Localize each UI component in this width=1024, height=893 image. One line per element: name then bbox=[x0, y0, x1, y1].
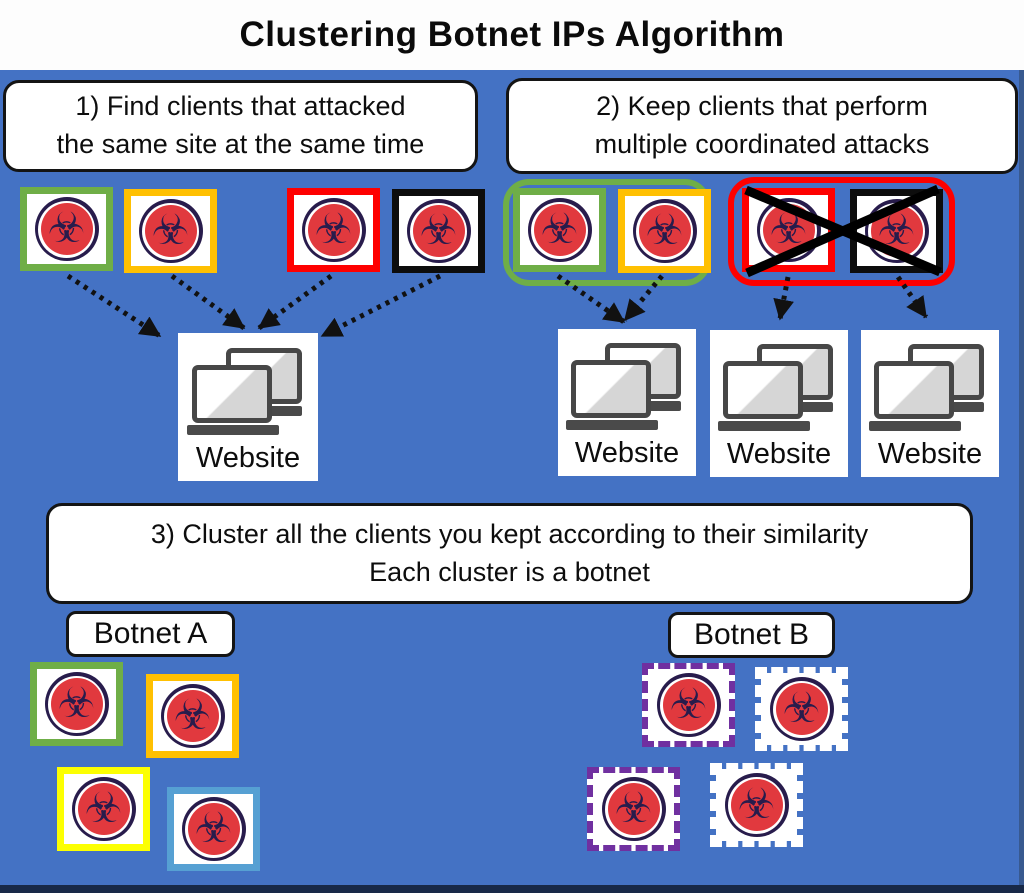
monitor-front bbox=[571, 360, 651, 418]
biohazard-icon: ☣ bbox=[601, 777, 666, 841]
biohazard-icon: ☣ bbox=[34, 197, 99, 261]
client-discarded-black: ☣ bbox=[850, 189, 943, 273]
botnet-a-client-yellow: ☣ bbox=[57, 767, 150, 851]
monitor-front-stand bbox=[869, 421, 961, 431]
botnet-b-client-white-2: ☣ bbox=[710, 763, 803, 847]
right-edge-strip bbox=[1019, 70, 1024, 885]
step2-line2: multiple coordinated attacks bbox=[594, 129, 930, 159]
botnet-b-label: Botnet B bbox=[668, 612, 835, 658]
botnet-b-client-purple-2: ☣ bbox=[587, 767, 680, 851]
botnet-a-client-blue: ☣ bbox=[167, 787, 260, 871]
monitor-back-stand bbox=[244, 406, 302, 416]
biohazard-icon: ☣ bbox=[160, 684, 225, 748]
website-box-2: Website bbox=[558, 329, 696, 476]
client-icon-red: ☣ bbox=[287, 188, 380, 272]
step3-line2: Each cluster is a botnet bbox=[369, 556, 650, 587]
computers-icon bbox=[187, 348, 304, 436]
biohazard-icon: ☣ bbox=[71, 777, 136, 841]
botnet-b-client-white-1: ☣ bbox=[755, 667, 848, 751]
step3-box: 3) Cluster all the clients you kept acco… bbox=[46, 503, 973, 604]
monitor-front-stand bbox=[718, 421, 810, 431]
website-box-4: Website bbox=[861, 330, 999, 477]
website-label: Website bbox=[195, 442, 301, 474]
biohazard-icon: ☣ bbox=[527, 198, 592, 262]
client-kept-green: ☣ bbox=[513, 188, 606, 272]
computers-icon bbox=[566, 343, 683, 431]
step2-box: 2) Keep clients that perform multiple co… bbox=[506, 78, 1018, 174]
client-icon-gold: ☣ bbox=[124, 189, 217, 273]
biohazard-icon: ☣ bbox=[406, 199, 471, 263]
website-box-3: Website bbox=[710, 330, 848, 477]
botnet-a-client-green: ☣ bbox=[30, 662, 123, 746]
monitor-back-stand bbox=[775, 402, 833, 412]
page-title: Clustering Botnet IPs Algorithm bbox=[239, 15, 785, 54]
biohazard-icon: ☣ bbox=[756, 198, 821, 262]
monitor-front bbox=[874, 361, 954, 419]
biohazard-icon: ☣ bbox=[864, 199, 929, 263]
biohazard-icon: ☣ bbox=[44, 672, 109, 736]
website-label: Website bbox=[726, 438, 832, 470]
biohazard-icon: ☣ bbox=[769, 677, 834, 741]
botnet-b-client-purple-1: ☣ bbox=[642, 663, 735, 747]
biohazard-icon: ☣ bbox=[656, 673, 721, 737]
client-discarded-red: ☣ bbox=[742, 188, 835, 272]
website-label: Website bbox=[574, 437, 680, 469]
computers-icon bbox=[718, 344, 835, 432]
monitor-back-stand bbox=[926, 402, 984, 412]
botnet-a-label: Botnet A bbox=[66, 611, 235, 657]
website-label: Website bbox=[877, 438, 983, 470]
biohazard-icon: ☣ bbox=[138, 199, 203, 263]
step1-box: 1) Find clients that attacked the same s… bbox=[3, 80, 478, 172]
monitor-front-stand bbox=[566, 420, 658, 430]
monitor-front bbox=[723, 361, 803, 419]
botnet-a-client-gold: ☣ bbox=[146, 674, 239, 758]
biohazard-icon: ☣ bbox=[724, 773, 789, 837]
client-icon-green: ☣ bbox=[20, 187, 113, 271]
website-box-1: Website bbox=[178, 333, 318, 481]
monitor-front-stand bbox=[187, 425, 279, 435]
header-band: Clustering Botnet IPs Algorithm bbox=[0, 0, 1024, 70]
step3-line1: 3) Cluster all the clients you kept acco… bbox=[150, 518, 869, 549]
biohazard-icon: ☣ bbox=[181, 797, 246, 861]
step2-line1: 2) Keep clients that perform bbox=[596, 91, 928, 122]
client-kept-gold: ☣ bbox=[618, 189, 711, 273]
biohazard-icon: ☣ bbox=[632, 199, 697, 263]
biohazard-icon: ☣ bbox=[301, 198, 366, 262]
monitor-back-stand bbox=[623, 401, 681, 411]
step1-line2: the same site at the same time bbox=[56, 129, 425, 159]
bottom-edge-strip bbox=[0, 885, 1024, 893]
computers-icon bbox=[869, 344, 986, 432]
client-icon-black: ☣ bbox=[392, 189, 485, 273]
discarded-group-outline bbox=[728, 177, 955, 286]
step1-line1: 1) Find clients that attacked bbox=[75, 91, 406, 122]
monitor-front bbox=[192, 365, 272, 423]
